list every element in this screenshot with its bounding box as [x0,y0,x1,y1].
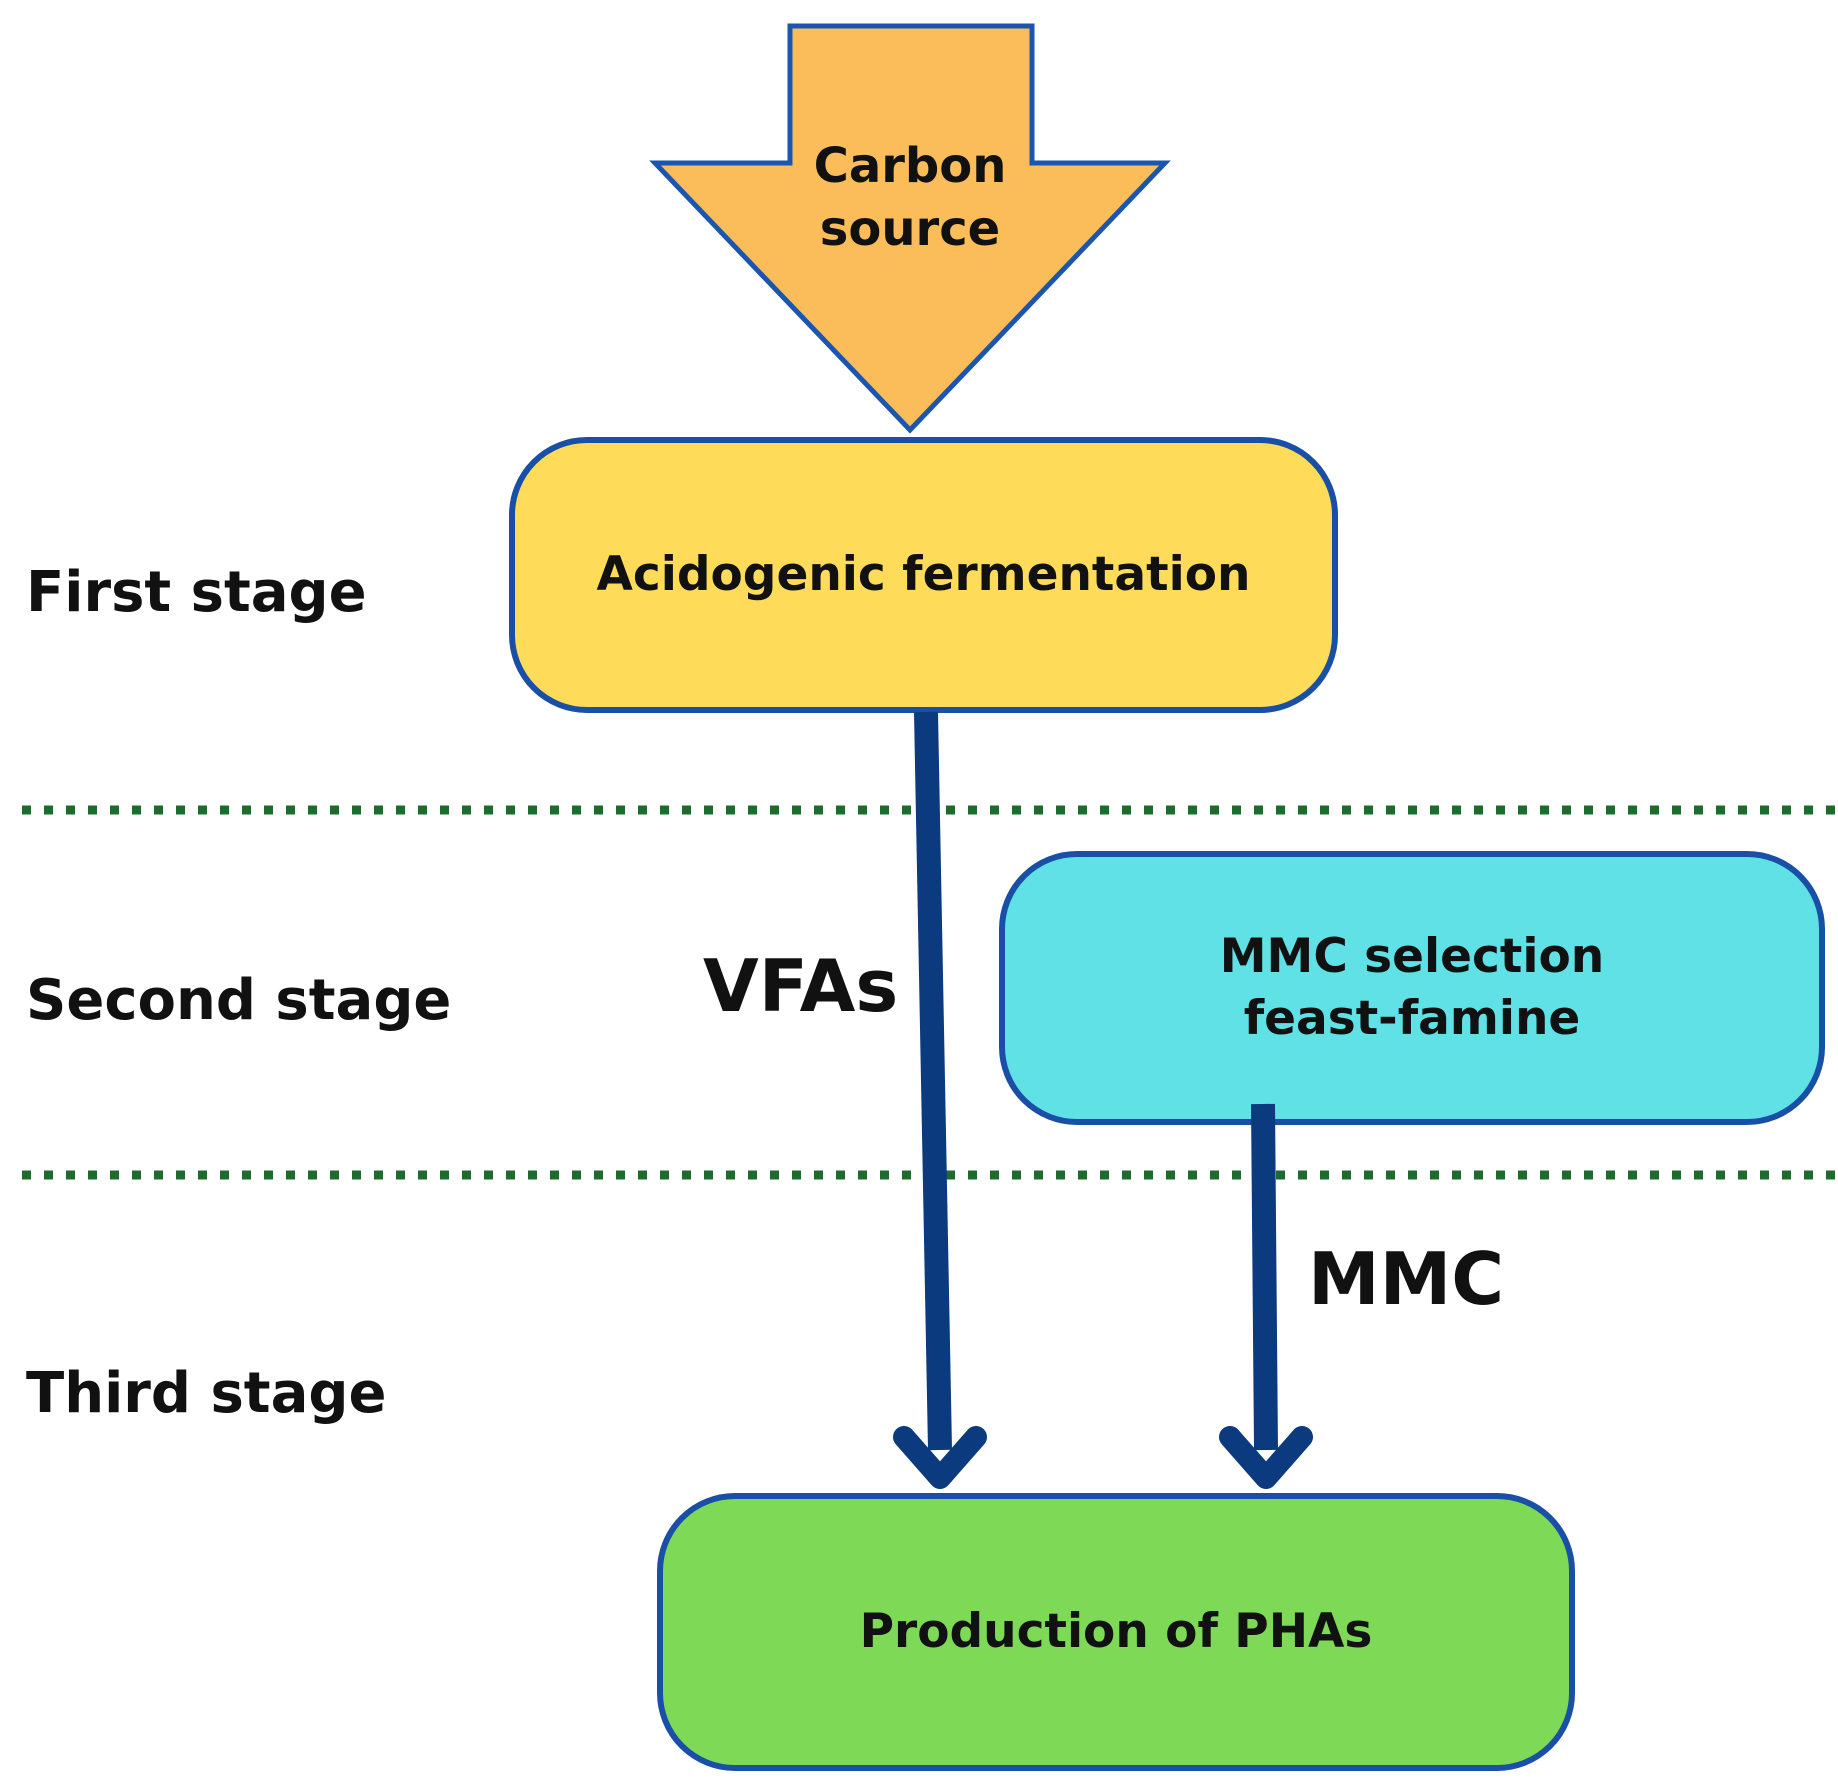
mmc-selection-label: MMC selection feast-famine [1002,870,1822,1106]
carbon-source-label: Carbon source [760,118,1060,278]
mmc-selection-line2: feast-famine [1243,991,1581,1046]
pha-production-label: Production of PHAs [660,1496,1572,1768]
stage-label-third: Third stage [26,1361,387,1426]
mmc-arrowhead-icon [1219,1426,1313,1489]
stage-label-second: Second stage [26,968,452,1033]
carbon-source-line1: Carbon [813,137,1007,194]
mmc-selection-box [999,851,1825,1125]
acidogenic-fermentation-box [509,437,1338,713]
pha-production-text: Production of PHAs [859,1603,1373,1659]
acidogenic-fermentation-text: Acidogenic fermentation [596,546,1251,602]
carbon-source-arrow [649,23,1171,434]
mmc-flow-label: MMC [1308,1237,1505,1321]
acidogenic-fermentation-label: Acidogenic fermentation [512,440,1335,710]
stage-label-first: First stage [26,560,367,625]
vfas-arrowhead-icon [893,1426,987,1489]
pha-production-box [657,1493,1575,1771]
carbon-source-line2: source [819,201,1001,257]
vfas-arrow-shaft [914,711,952,1451]
vfas-label: VFAs [703,944,899,1028]
mmc-arrow-shaft [1251,1103,1278,1451]
mmc-selection-line1: MMC selection [1219,928,1605,984]
